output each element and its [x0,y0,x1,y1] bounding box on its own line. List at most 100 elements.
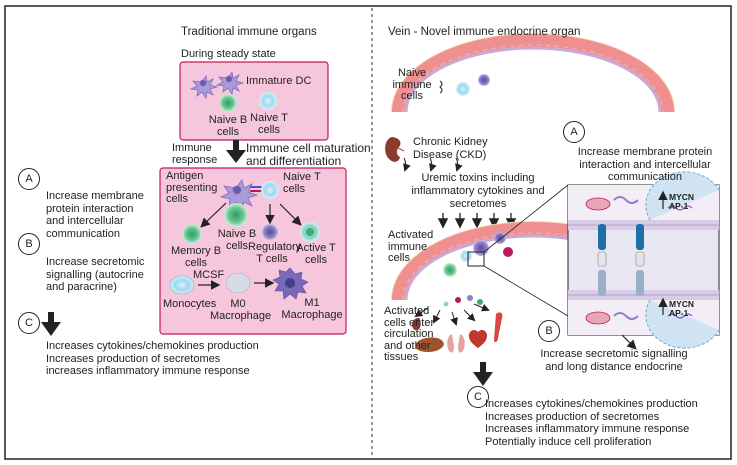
vessel-organ [494,312,503,343]
gene-bottom-line-1: MYCN [669,299,695,309]
immature-dc-cell-2 [215,70,245,96]
circ-cell-3 [477,299,483,305]
left-point-c-text: Increases cytokines/chemokines productio… [46,340,259,378]
gene-label-top: MYCN AP-1 [669,193,694,211]
right-point-c-text: Increases cytokines/chemokines productio… [485,398,698,448]
maturation-label: Immune cell maturation and differentiati… [246,142,371,168]
memory-b-line-1: Memory B [170,245,222,257]
m0-line-2: Macrophage [210,309,272,322]
right-point-b-text: Increase secretomic signalling and long … [530,348,698,373]
naive-immune-cells-label: Naive immune cells [389,67,435,103]
gene-top-line-1: MYCN [669,192,695,202]
memory-b-line-2: cells [184,256,207,269]
right-a-line-1: Increase membrane protein [577,146,713,158]
enter-line-4: and other [384,339,431,352]
mitochondria-bottom [585,311,611,325]
uremic-line-3: secretomes [449,198,507,210]
left-b-line-3: and paracrine) [46,281,117,293]
right-a-line-3: communication [608,171,682,183]
activated-line-1: Activated [388,229,434,241]
m0-macrophage-cell [225,272,251,294]
apc-line-1: Antigen [166,170,204,182]
left-point-b-text: Increase secretomic signalling (autocrin… [46,256,144,294]
m0-line-1: M0 [230,298,246,310]
naive-b-cell-top [219,94,237,112]
membrane-protein-2 [635,224,645,296]
down-arrow-b-to-c [41,312,61,336]
apc-label: Antigen presenting cells [166,170,218,206]
immature-dc-cell [189,74,219,100]
naive-t-cell [261,181,279,199]
m1-line-2: Macrophage [281,308,343,321]
ckd-line-2: Disease (CKD) [413,149,487,161]
vessel-top [391,33,675,113]
naive-cells-line-1: Naive [397,67,427,79]
right-c-line-1: Increases cytokines/chemokines productio… [485,398,698,410]
left-b-line-2: signalling (autocrine [46,268,144,281]
organs-cluster [412,295,503,353]
zoom-line-top [483,184,569,253]
membrane-protein-1 [597,224,607,296]
right-c-line-2: Increases production of secretomes [485,410,660,423]
monocytes-label: Monocytes [163,298,217,310]
naive-t-top-line-1: Naive T [250,112,288,124]
arrow-zoom-to-b [621,334,637,350]
naive-t-line-2: cells [283,182,306,195]
activated-cell-red [503,247,513,257]
cells-enter-label: Activated cells enter circulation and ot… [384,305,434,364]
naive-b-label: Naive B cells [216,228,258,252]
left-a-line-4: communication [46,227,120,240]
left-c-line-2: Increases production of secretomes [46,352,221,365]
steady-state-box [179,61,329,141]
memory-b-label: Memory B cells [168,245,224,269]
zoom-box [467,251,485,267]
naive-t-top-label: Naive T cells [249,112,289,136]
mcsf-label: MCSF [193,269,225,281]
big-down-arrow-left [226,140,246,163]
gene-top-line-2: AP-1 [669,201,689,211]
left-a-line-2: protein interaction [46,202,134,215]
immune-response-box [159,167,347,335]
heart-organ [468,329,488,348]
left-circle-a: A [18,168,40,190]
left-c-line-3: increases inflammatory immune response [46,365,250,377]
activated-cell-green [443,263,457,277]
uremic-line-1: Uremic toxins including [421,172,535,184]
gene-bottom-line-2: AP-1 [669,308,689,318]
uremic-toxins-label: Uremic toxins including inflammatory cyt… [393,172,563,211]
activated-line-2: immune [388,240,428,253]
vessel-naive-cell-1 [456,82,470,96]
circ-cell-2 [467,295,473,301]
circ-cell-4 [443,301,449,307]
enter-line-3: circulation [384,328,434,340]
dna-bottom [667,313,693,319]
left-a-line-1: Increase membrane [46,190,144,202]
naive-b-line-2: cells [225,239,248,252]
arrow-to-active-t [279,203,302,226]
m0-label: M0 Macrophage [210,298,272,322]
uremic-line-2: inflammatory cytokines and [411,185,545,197]
lungs-organ [447,334,465,353]
active-t-label: Active T cells [293,242,339,266]
left-c-line-1: Increases cytokines/chemokines productio… [46,340,259,352]
m1-macrophage-cell [272,267,309,300]
naive-b-line-1: Naive B [217,228,257,240]
memory-b-cell [182,224,202,244]
naive-b-top-line-2: cells [216,125,239,138]
monocyte-cell [169,275,195,295]
right-circle-c: C [467,386,489,408]
enter-line-5: tissues [384,351,419,363]
active-t-line-1: Active T [296,242,336,254]
nucleus-top [645,171,720,221]
naive-t-cell-top [259,92,277,110]
right-a-line-2: interaction and intercellular [579,158,711,171]
left-b-line-1: Increase secretomic [46,256,145,268]
er-top [613,196,639,204]
maturation-line-1: Immune cell maturation [246,141,371,155]
immune-response-line-1: Immune [172,142,212,154]
ckd-line-1: Chronic Kidney [413,136,488,148]
kidney-organ [412,318,421,331]
apc-line-2: presenting [166,181,218,194]
